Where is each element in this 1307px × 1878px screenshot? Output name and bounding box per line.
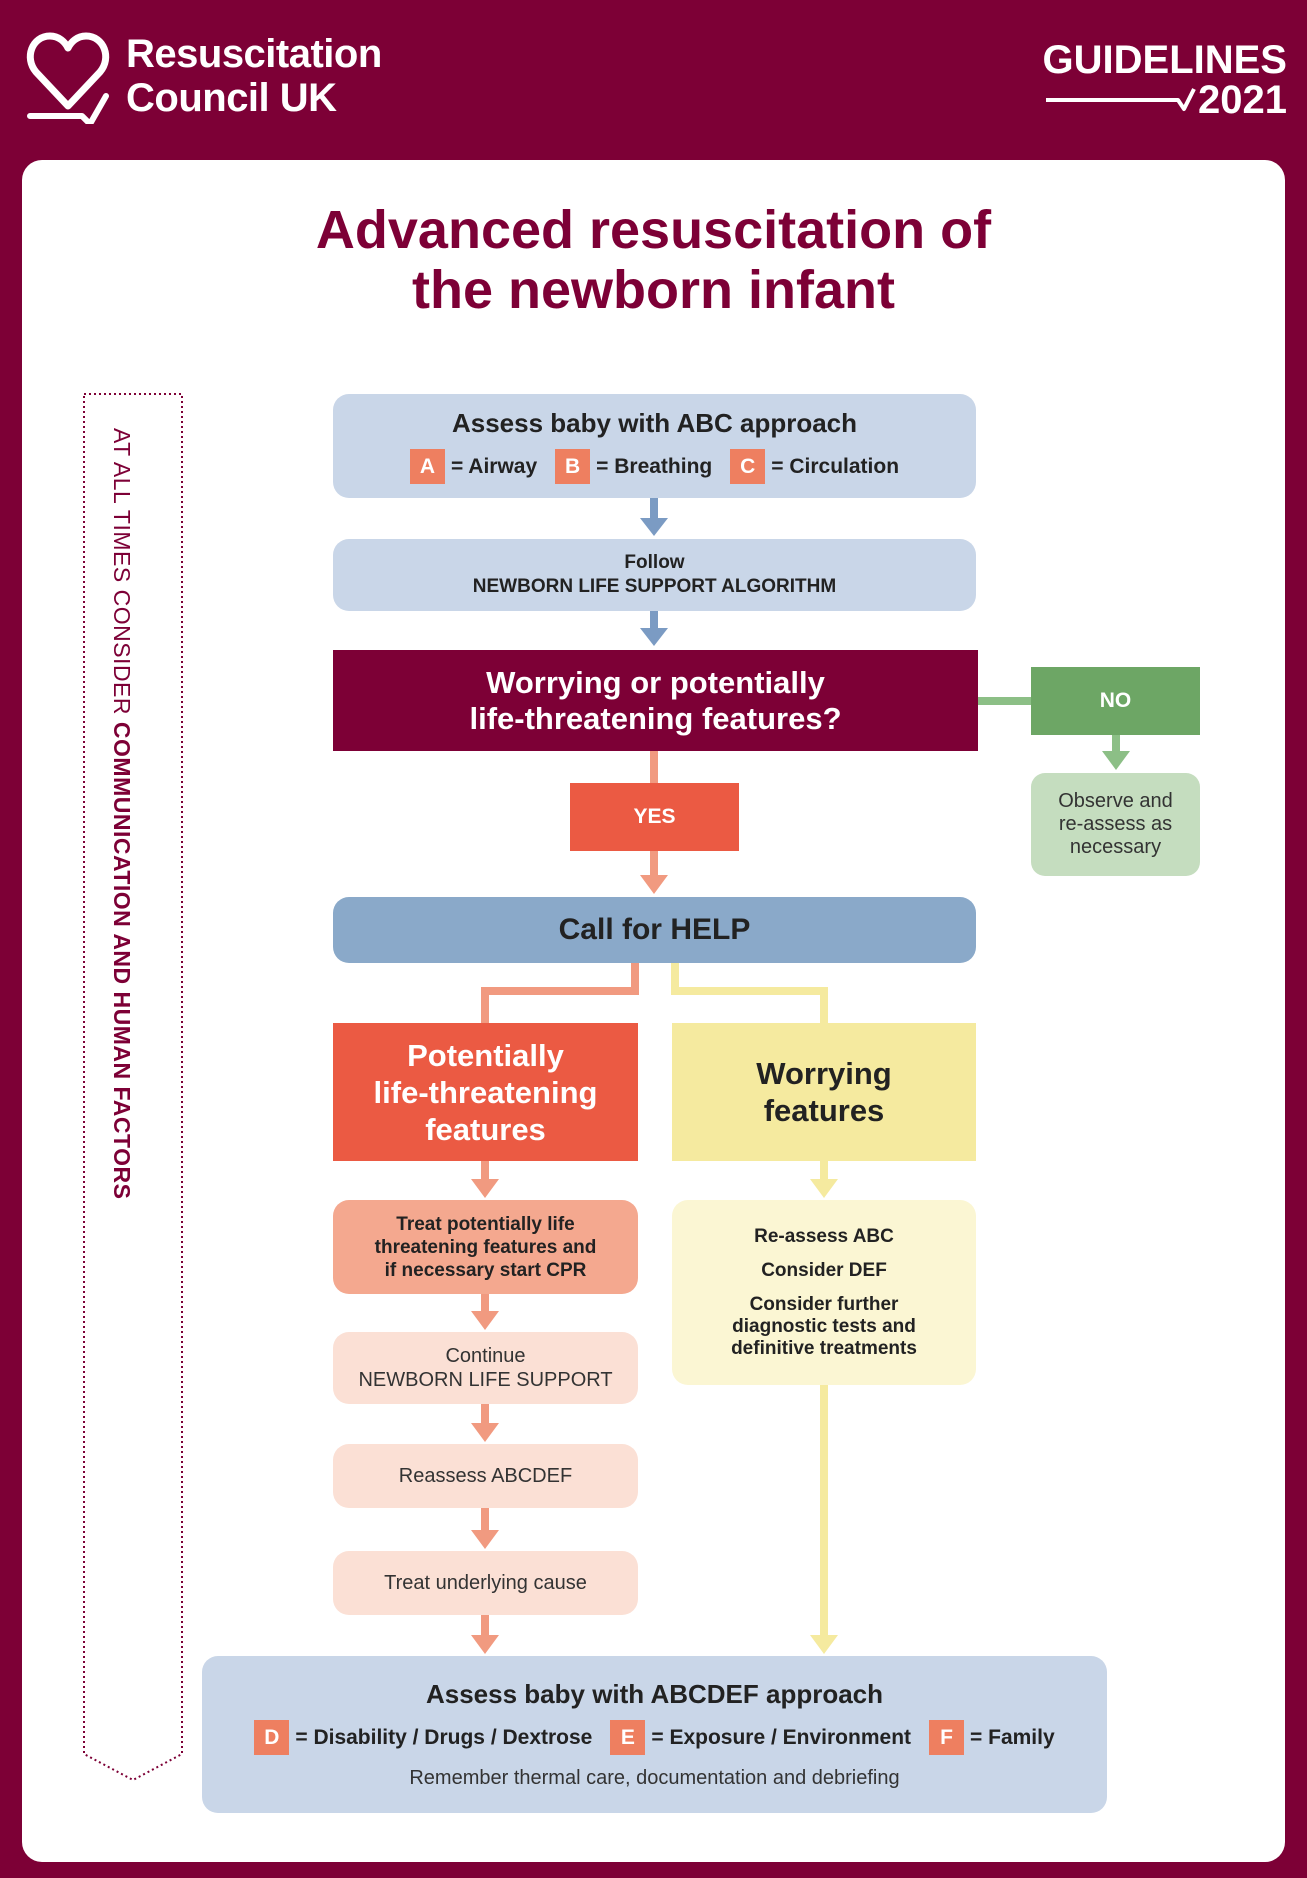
assess-abcdef-box: Assess baby with ABCDEF approach D= Disa… [202,1656,1107,1813]
treat-line1: Treat potentially life [396,1213,575,1235]
abcdef-footer: Remember thermal care, documentation and… [409,1767,900,1789]
def-item-text: = Disability / Drugs / Dextrose [295,1725,593,1749]
abc-legend: A= Airway B= Breathing C= Circulation [401,449,908,484]
plt-line3: features [425,1111,546,1147]
abc-item-c: C= Circulation [730,449,899,484]
yes-label: YES [633,805,676,828]
follow-line1: Follow [624,552,685,573]
follow-nls-box: Follow NEWBORN LIFE SUPPORT ALGORITHM [333,539,976,611]
def-legend: D= Disability / Drugs / Dextrose E= Expo… [245,1720,1063,1755]
follow-line2: NEWBORN LIFE SUPPORT ALGORITHM [472,576,837,597]
continue-nls-box: Continue NEWBORN LIFE SUPPORT [333,1332,638,1404]
treat-line2: threatening features and [374,1236,597,1258]
worrying-step-3: Consider further diagnostic tests and de… [731,1294,917,1360]
decision-line2: life-threatening features? [469,700,842,736]
abc-item-text: = Circulation [771,454,900,478]
treat-cpr-box: Treat potentially life threatening featu… [333,1200,638,1294]
heart-tick-logo-icon [26,32,110,124]
no-label-box: NO [1031,667,1200,735]
no-label: NO [1099,689,1132,712]
observe-box: Observe and re-assess as necessary [1031,773,1200,876]
letter-badge: D [254,1720,290,1755]
letter-badge: B [555,449,591,484]
call-help-box: Call for HELP [333,897,976,963]
abc-item-text: = Airway [450,454,538,478]
worrying-steps-box: Re-assess ABC Consider DEF Consider furt… [672,1200,976,1385]
def-item-f: F= Family [929,1720,1055,1755]
assess-abcdef-heading: Assess baby with ABCDEF approach [425,1679,884,1709]
header: Resuscitation Council UK GUIDELINES 2021 [0,0,1307,160]
def-item-text: = Exposure / Environment [651,1725,912,1749]
observe-line3: necessary [1069,836,1162,858]
tick-line-icon [1046,88,1196,111]
org-name-line1: Resuscitation [126,32,382,76]
reassess-label: Reassess ABCDEF [398,1464,573,1487]
title-line1: Advanced resuscitation of [315,200,992,260]
worrying-step-3-line3: definitive treatments [731,1337,917,1359]
guidelines-badge: GUIDELINES 2021 [1043,40,1287,120]
letter-badge: E [610,1720,646,1755]
page-title: Advanced resuscitation of the newborn in… [22,200,1285,320]
abc-item-b: B= Breathing [555,449,712,484]
observe-line1: Observe and [1058,790,1173,812]
side-note-bold: COMMUNICATION AND HUMAN FACTORS [109,721,135,1200]
assess-abc-heading: Assess baby with ABC approach [451,408,858,438]
plt-line2: life-threatening [373,1074,598,1110]
org-name: Resuscitation Council UK [126,32,382,120]
guidelines-label: GUIDELINES [1042,38,1287,82]
plt-line1: Potentially [407,1037,564,1073]
treat-line3: if necessary start CPR [384,1259,587,1281]
abc-item-a: A= Airway [409,449,538,484]
reassess-box: Reassess ABCDEF [333,1444,638,1508]
def-item-text: = Family [970,1725,1055,1749]
worrying-step-2: Consider DEF [761,1259,887,1281]
def-item-d: D= Disability / Drugs / Dextrose [254,1720,592,1755]
assess-abc-box: Assess baby with ABC approach A= Airway … [333,394,976,498]
def-item-e: E= Exposure / Environment [610,1720,911,1755]
title-line2: the newborn infant [412,260,895,320]
guidelines-year: 2021 [1198,78,1287,122]
yes-label-box: YES [570,783,739,851]
letter-badge: A [409,449,445,484]
side-note-plain: AT ALL TIMES CONSIDER [109,428,135,722]
life-threatening-box: Potentially life-threatening features [333,1023,638,1161]
underlying-cause-box: Treat underlying cause [333,1551,638,1615]
side-dotted-arrow [83,393,183,1782]
worrying-line1: Worrying [756,1056,892,1091]
worrying-step-1: Re-assess ABC [754,1225,894,1247]
decision-box: Worrying or potentially life-threatening… [333,650,978,751]
letter-badge: F [929,1720,965,1755]
decision-line1: Worrying or potentially [486,664,825,700]
underlying-label: Treat underlying cause [384,1571,587,1594]
worrying-step-3-line2: diagnostic tests and [732,1315,916,1337]
observe-line2: re-assess as [1058,813,1173,835]
letter-badge: C [730,449,766,484]
abc-item-text: = Breathing [596,454,713,478]
worrying-features-box: Worrying features [672,1023,976,1161]
continue-line2: NEWBORN LIFE SUPPORT [358,1369,613,1391]
org-name-line2: Council UK [126,76,337,120]
worrying-step-3-line1: Consider further [749,1293,899,1315]
continue-line1: Continue [445,1345,526,1367]
worrying-line2: features [763,1093,885,1128]
call-help-label: Call for HELP [558,913,751,946]
